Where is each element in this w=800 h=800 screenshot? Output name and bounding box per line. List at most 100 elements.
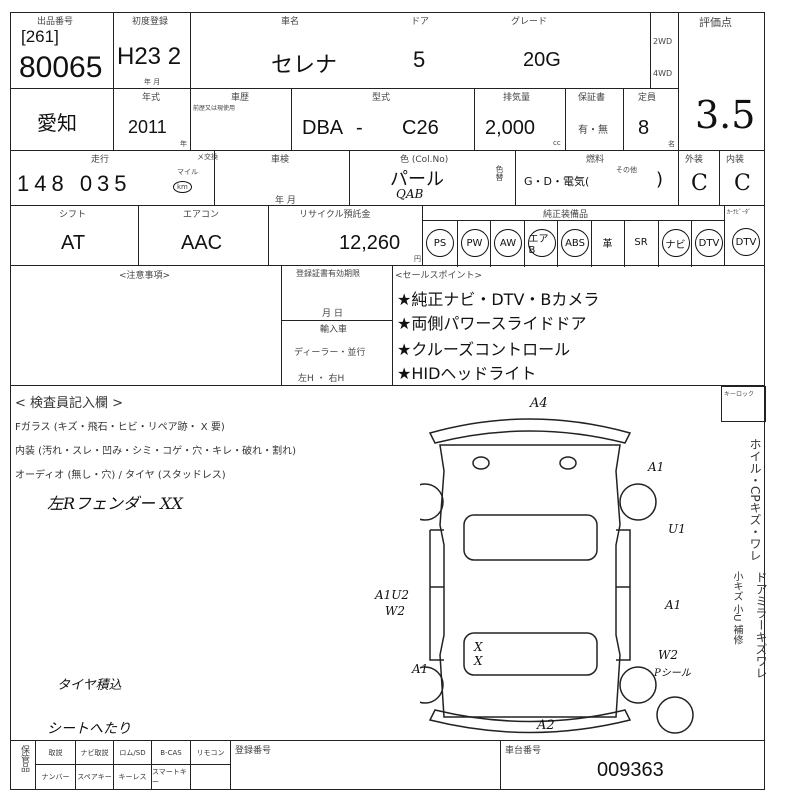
model-year-cell: 年式 2011 年	[113, 88, 191, 151]
registration-unit: 月 日	[322, 309, 343, 319]
name-cell: 車名 ドア グレード セレナ 5 20G	[190, 12, 651, 89]
first-reg-cell: 初度登録 H23 2 年 月	[113, 12, 191, 89]
equipment-ps: PS	[426, 229, 454, 257]
equipment-dtv: DTV	[695, 229, 723, 257]
import-dealer: ディーラー・並行	[294, 348, 366, 358]
score-cell: 評価点 3.5	[678, 12, 765, 151]
windshield	[463, 632, 598, 676]
inspector-title: < 検査員記入欄 >	[15, 396, 124, 411]
color-label: 色 (Col.No)	[400, 155, 449, 165]
equipment-cell-6: SR	[624, 220, 658, 267]
first-reg-value: H23 2	[117, 43, 182, 70]
type-prefix: DBA	[302, 117, 344, 139]
warranty-value: 有・無	[578, 125, 608, 136]
type-value: C26	[402, 117, 439, 139]
capacity-value: 8	[638, 117, 650, 139]
storage-item: 取説	[35, 740, 76, 765]
cc-cell: 排気量 2,000 cc	[474, 88, 566, 151]
grade-value: 20G	[523, 49, 561, 71]
storage-cell: 保管品	[10, 740, 36, 790]
wheel	[420, 483, 444, 521]
color-code: QAB	[396, 187, 424, 201]
storage-item	[190, 764, 231, 790]
cc-unit: cc	[553, 139, 561, 147]
inspection-unit: 年 月	[275, 196, 296, 206]
fuel-close: )	[656, 169, 664, 190]
fuel-label: 燃料	[586, 155, 605, 165]
equipment-cell-5: 革	[590, 220, 625, 267]
equipment-cell-1: PW	[456, 220, 491, 267]
fuel-cell: 燃料 その他 G・D・電気( )	[515, 150, 679, 206]
door-value: 5	[413, 47, 426, 72]
chassis-label: 車台番号	[505, 746, 542, 756]
equipment-cell-7: ナビ	[657, 220, 692, 267]
exterior-grade: C	[691, 171, 708, 196]
door-label: ドア	[411, 17, 430, 27]
damage-mark: A4	[530, 396, 548, 411]
sales-point: ★純正ナビ・DTV・Bカメラ	[397, 290, 600, 309]
capacity-label: 定員	[638, 93, 657, 103]
equipment-dtv-extra: DTV	[732, 228, 760, 256]
ac-cell: エアコン AAC	[138, 205, 269, 266]
model-year-value: 2011	[128, 117, 167, 137]
caution-label: <注意事項>	[119, 271, 171, 281]
damage-mark: A2	[537, 718, 555, 733]
history-cell: 車歴 前歴又は現使用	[190, 88, 292, 151]
keylock-label: キーロック	[724, 391, 755, 398]
interior-cell: 内装 C	[719, 150, 765, 206]
region-cell: 愛知	[10, 88, 114, 151]
storage-item: ロム/SD	[113, 740, 152, 765]
damage-mark: U1	[668, 522, 686, 536]
cc-value: 2,000	[485, 117, 536, 139]
damage-mark: A1	[412, 662, 429, 676]
mileage-unit-km: km	[173, 181, 192, 193]
chassis-number: 009363	[597, 759, 664, 781]
inspection-cell: 車検 年 月	[214, 150, 350, 206]
exterior-cell: 外装 C	[678, 150, 720, 206]
recycle-unit: 円	[414, 255, 421, 263]
model-year-label: 年式	[142, 93, 161, 103]
rear-bumper	[428, 418, 632, 444]
rear-light	[472, 456, 490, 470]
storage-item: ナンバー	[35, 764, 76, 790]
storage-item: B-CAS	[151, 740, 191, 765]
recycle-value: 12,260	[339, 232, 401, 254]
wheel	[619, 483, 657, 521]
storage-label: 保管品	[19, 745, 29, 772]
doors	[429, 529, 631, 661]
equipment-エアb: エアB	[527, 229, 556, 257]
wheel	[420, 666, 444, 704]
meter-label: メ交換	[197, 153, 218, 161]
mileage-unit-mile: マイル	[177, 168, 198, 176]
equipment-label: 純正装備品	[543, 210, 589, 220]
equipment-cell-2: AW	[490, 220, 524, 267]
damage-mark: A1U2	[375, 588, 410, 602]
fuel-other-label: その他	[616, 166, 637, 174]
storage-item: スペアキー	[75, 764, 114, 790]
interior-grade: C	[734, 171, 751, 196]
lot-cell: 出品番号 [261] 80065	[10, 12, 114, 89]
damage-mark: Pシール	[654, 668, 691, 679]
wheel	[619, 666, 657, 704]
carnavi-cell: ｶｰﾅﾋﾞｰﾀﾞ DTV	[724, 205, 765, 266]
import-label: 輸入車	[320, 325, 348, 335]
drive-2wd: 2WD	[653, 37, 673, 46]
sales-label: <セールスポイント>	[395, 271, 483, 281]
exterior-label: 外装	[685, 155, 704, 165]
registration-label: 登録証書有効期限	[296, 269, 360, 278]
storage-item: スマートキー	[151, 764, 191, 790]
car-diagram	[420, 418, 694, 734]
mileage-label: 走行	[91, 155, 110, 165]
capacity-cell: 定員 8 名	[623, 88, 679, 151]
first-reg-label: 初度登録	[132, 17, 169, 27]
grade-label: グレード	[511, 17, 548, 27]
registration-cell: 登録証書有効期限 月 日	[281, 265, 393, 321]
equipment-cell-8: DTV	[691, 220, 725, 267]
recycle-cell: リサイクル預託金 12,260 円	[268, 205, 423, 266]
equipment-革: 革	[602, 238, 613, 250]
shift-value: AT	[61, 232, 86, 254]
color-value: パール	[390, 169, 444, 190]
recycle-label: リサイクル預託金	[299, 210, 371, 220]
